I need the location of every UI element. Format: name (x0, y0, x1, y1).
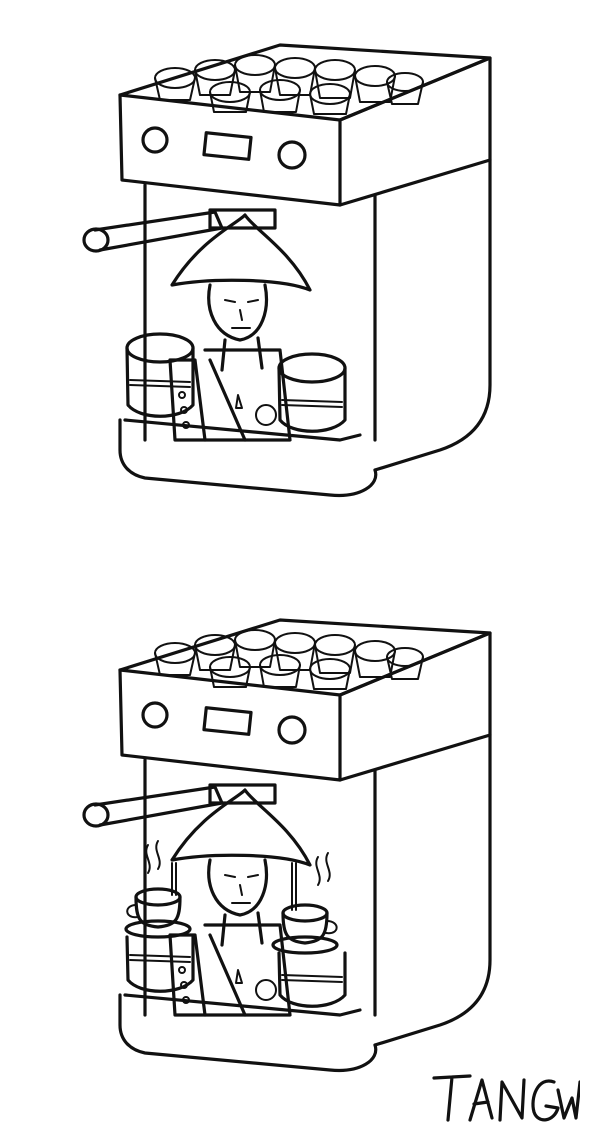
steam-wisps (145, 840, 331, 886)
machine-body-bottom (118, 618, 492, 1073)
controls-bottom (141, 701, 307, 745)
machine-body-top (118, 43, 492, 498)
portafilter-bottom (82, 783, 277, 828)
coffee-cups-on-epaulettes (124, 887, 339, 955)
panel-bottom (0, 575, 605, 1135)
epaulette-cups-top (125, 332, 347, 433)
panel-top (0, 0, 605, 560)
espresso-machine-illustration-top (82, 43, 492, 498)
epaulettes-bottom (125, 935, 347, 1008)
portafilter-top (82, 208, 277, 253)
artist-signature (432, 1074, 580, 1122)
stacked-cups-top (154, 54, 424, 115)
controls-top (141, 126, 307, 170)
espresso-machine-illustration-bottom (82, 618, 492, 1073)
napoleon-figure-bottom (168, 788, 312, 1017)
